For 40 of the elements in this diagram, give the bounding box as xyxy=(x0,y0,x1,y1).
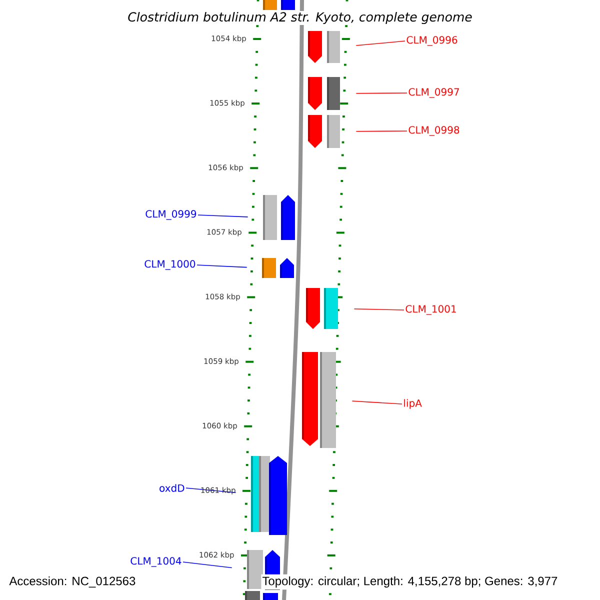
gene-label: CLM_0997 xyxy=(408,88,459,98)
footer-text: Topology: circular; Length: 4,155,278 bp; Genes: 3,977 xyxy=(261,574,559,590)
gene-block xyxy=(302,352,318,446)
gene-label: oxdD xyxy=(160,484,184,492)
gene-bar xyxy=(327,77,340,110)
gene-bar xyxy=(324,288,338,329)
gene-label: CLM_0999 xyxy=(146,210,196,220)
gene-label: CLM_1001 xyxy=(406,305,456,315)
title: Clostridium botulinum A2 str. Kyoto, complete genome xyxy=(126,10,474,26)
gene-block xyxy=(269,456,287,535)
gene-bar xyxy=(247,550,263,589)
gene-bar xyxy=(281,0,295,10)
leader-line xyxy=(182,562,232,568)
gene-block xyxy=(308,115,322,148)
leader-line xyxy=(356,130,408,132)
gene-label: CLM_1004 xyxy=(130,557,182,567)
gene-label: CLM_0996 xyxy=(406,36,458,46)
gene-label: lipA xyxy=(404,399,422,409)
gene-bar xyxy=(327,115,340,148)
gene-block xyxy=(306,288,320,329)
gene-bar xyxy=(251,456,259,532)
footer-text: Accession: NC_012563 xyxy=(9,576,136,588)
leader-line xyxy=(356,92,408,94)
gene-bar xyxy=(263,0,277,10)
gene-block xyxy=(280,258,294,278)
gene-bar xyxy=(259,456,270,532)
leader-line xyxy=(352,400,402,404)
gene-block xyxy=(308,77,322,110)
gene-bar xyxy=(263,593,278,600)
gene-bar xyxy=(320,352,336,448)
gene-block xyxy=(281,195,295,240)
gene-bar xyxy=(327,31,340,63)
gene-label: CLM_1000 xyxy=(144,260,196,270)
leader-line xyxy=(354,308,404,310)
gene-bar xyxy=(245,591,260,600)
gene-bar xyxy=(262,258,276,278)
leader-line xyxy=(198,214,248,218)
gene-label: CLM_0998 xyxy=(408,126,460,136)
gene-block xyxy=(308,31,322,63)
gene-bar xyxy=(263,195,277,240)
